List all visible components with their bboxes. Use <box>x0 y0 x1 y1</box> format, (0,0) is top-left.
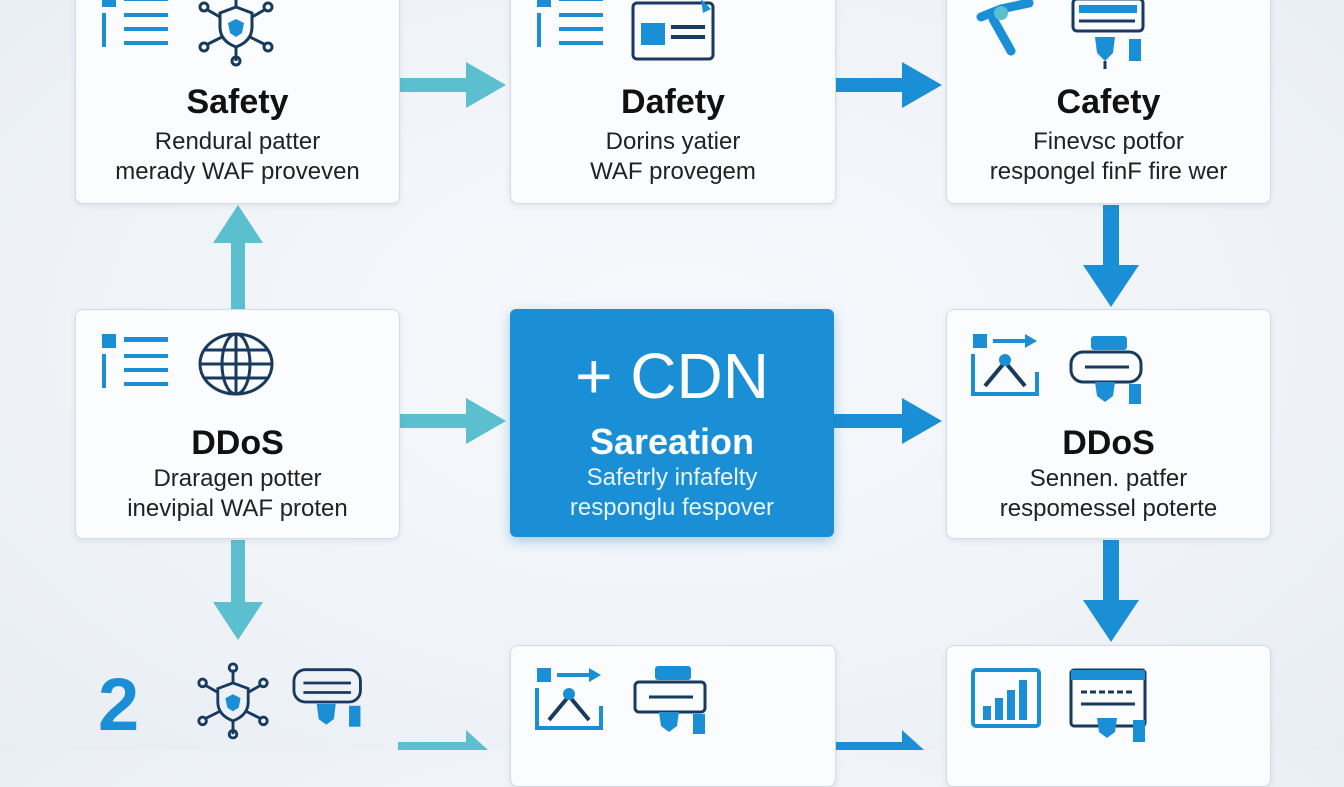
node-desc-line1: Safetrly infafelty <box>586 464 758 491</box>
step-number: 2 <box>98 663 140 746</box>
arrow-down-left <box>213 540 263 640</box>
arrow-right-3 <box>398 398 506 444</box>
arrow-down-right-1 <box>1083 205 1139 307</box>
shield-server-icon <box>1071 0 1145 69</box>
shield-server-icon <box>1069 336 1143 404</box>
arrow-right-bottom-1 <box>398 730 488 750</box>
shield-server-icon <box>633 666 707 734</box>
node-desc-line2: inevipial WAF proten <box>127 495 348 522</box>
arrow-down-right-2 <box>1083 540 1139 642</box>
shield-server-icon <box>292 668 362 727</box>
node-box-bottom-right <box>946 645 1271 787</box>
node-desc-line1: Rendural patter <box>154 128 321 155</box>
shield-network-icon <box>198 0 274 67</box>
list-icon <box>102 334 168 388</box>
node-title: Sareation <box>589 421 755 462</box>
node-box-ddos-left: DDoS Draragen potter inevipial WAF prote… <box>75 309 400 539</box>
node-box-bottom-mid <box>510 645 836 787</box>
upload-chart-icon <box>535 668 603 730</box>
node-box-ddos-right: DDoS Sennen. patfer respomessel poterte <box>946 309 1271 539</box>
globe-icon <box>198 332 274 396</box>
node-desc-line2: WAF provegem <box>590 158 756 185</box>
arrow-right-1 <box>398 62 506 108</box>
arrow-up-left <box>213 205 263 311</box>
node-desc-line1: Draragen potter <box>153 465 322 492</box>
node-title: DDoS <box>1062 424 1155 462</box>
node-desc-line2: respomessel poterte <box>999 495 1218 522</box>
list-icon <box>102 0 168 47</box>
node-box-cafety: Cafety Finevsc potfor respongel finF fir… <box>946 0 1271 204</box>
node-title: Dafety <box>621 83 725 121</box>
arrow-right-bottom-2 <box>834 730 924 750</box>
node-title: Cafety <box>1056 83 1161 121</box>
browser-window-icon <box>1069 668 1147 742</box>
list-icon <box>537 0 603 47</box>
node-desc-line2: merady WAF proveven <box>115 158 360 185</box>
network-nodes-icon <box>976 0 1034 56</box>
node-desc-line2: respongel finF fire wer <box>989 158 1228 185</box>
upload-chart-icon <box>971 334 1039 396</box>
arrow-right-4 <box>834 398 942 444</box>
node-box-dafety: Dafety Dorins yatier WAF provegem <box>510 0 836 204</box>
node-desc-line1: Finevsc potfor <box>1033 128 1184 155</box>
node-desc-line2: responglu fespover <box>569 494 775 521</box>
bar-chart-icon <box>971 668 1041 728</box>
node-title: Safety <box>186 83 289 121</box>
browser-window-icon <box>631 0 715 61</box>
node-desc-line1: Dorins yatier <box>605 128 741 155</box>
cdn-heading: + CDN <box>575 340 769 412</box>
shield-network-icon <box>197 662 269 740</box>
node-desc-line1: Sennen. patfer <box>1029 465 1188 492</box>
arrow-right-2 <box>834 62 942 108</box>
node-box-safety: Safety Rendural patter merady WAF provev… <box>75 0 400 204</box>
node-title: DDoS <box>191 424 284 462</box>
node-box-cdn: + CDN Sareation Safetrly infafelty respo… <box>510 309 834 537</box>
